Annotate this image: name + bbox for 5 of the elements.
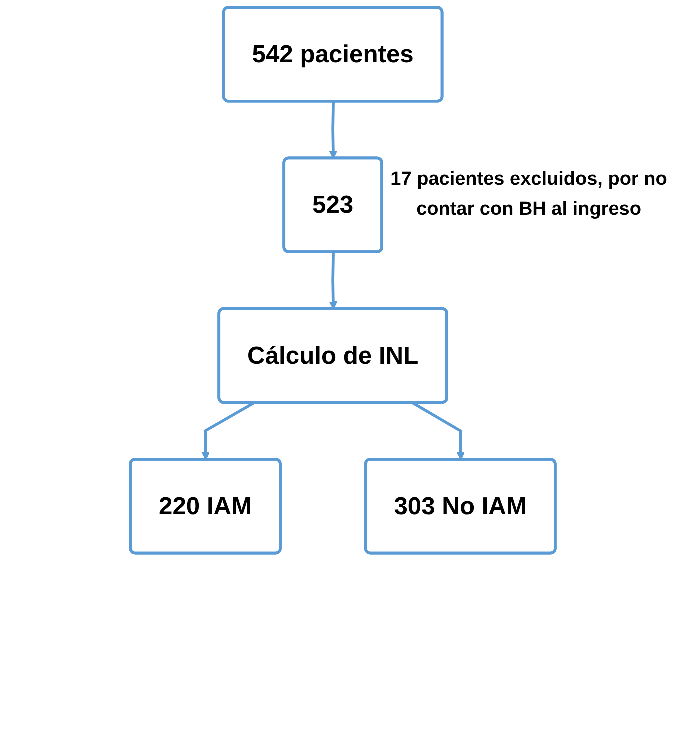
arrow <box>201 402 254 460</box>
arrow <box>328 102 338 160</box>
arrow <box>412 402 465 460</box>
arrow <box>328 252 338 310</box>
note-text: 17 pacientes excluidos, por no contar con BH al ingreso <box>390 168 668 222</box>
